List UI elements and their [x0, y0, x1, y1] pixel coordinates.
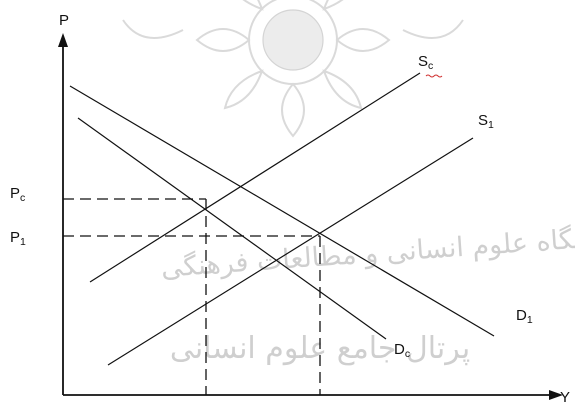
- price-label-pc-main: P: [10, 185, 20, 202]
- x-axis-arrowhead: [549, 390, 563, 400]
- demand-curve-d1: [69, 85, 495, 337]
- watermark-text-line1: پژوهشگاه علوم انسانی و مطالعات فرهنگی: [160, 218, 575, 284]
- price-label-p1-sub: 1: [20, 236, 26, 248]
- supply-curve-sc: [89, 72, 421, 283]
- curve-label-dc-main: D: [394, 341, 405, 358]
- y-axis-label: P: [59, 12, 69, 29]
- price-label-p1: P1: [10, 229, 26, 248]
- curve-label-sc-main: S: [418, 53, 428, 70]
- curve-label-d1-main: D: [516, 307, 527, 324]
- curve-label-sc: Sc: [418, 53, 433, 72]
- demand-curve-dc: [77, 117, 387, 340]
- curve-label-s1-sub: 1: [488, 119, 494, 131]
- axes: [58, 33, 563, 400]
- equilibrium-guides: [63, 198, 321, 395]
- y-axis-arrowhead: [58, 33, 68, 47]
- curve-label-d1: D1: [516, 307, 533, 326]
- watermark-logo: [122, 0, 464, 138]
- price-label-pc: Pc: [10, 185, 25, 204]
- price-label-p1-main: P: [10, 229, 20, 246]
- price-label-pc-sub: c: [20, 192, 25, 204]
- curve-label-s1: S1: [478, 112, 494, 131]
- supply-curve-s1: [107, 137, 474, 366]
- curve-label-d1-sub: 1: [527, 314, 533, 326]
- x-axis-label: Y: [560, 389, 570, 406]
- curve-label-s1-main: S: [478, 112, 488, 129]
- curve-label-dc: Dc: [394, 341, 410, 360]
- curve-label-dc-sub: c: [405, 348, 410, 360]
- curve-label-sc-sub: c: [428, 60, 433, 72]
- spellcheck-squiggle: [425, 74, 443, 78]
